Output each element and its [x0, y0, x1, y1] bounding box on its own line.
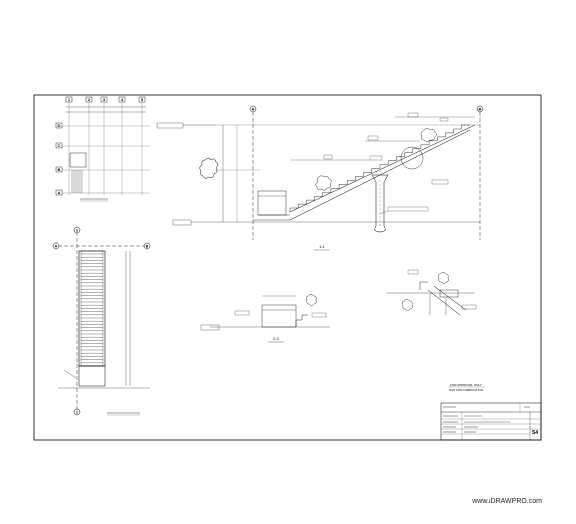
- sub-section-view: 2-2: [200, 294, 330, 343]
- watermark-text: www.iDRAWPRO.com: [472, 498, 542, 505]
- plan-grid-side-tags: D C B A: [55, 122, 63, 196]
- sheet-border: [33, 94, 542, 441]
- plan-tag-2: 2: [88, 97, 91, 102]
- section-label-2-2: 2-2: [273, 336, 280, 341]
- plan-tag-c: C: [58, 143, 61, 148]
- main-section-view: A B: [156, 105, 484, 251]
- plan-tag-1: 1: [68, 97, 71, 102]
- stair-plan-tag-b: B: [146, 244, 149, 249]
- stair-plan-tag-bottom: 1: [76, 410, 79, 415]
- sheet-number: S4: [532, 430, 538, 436]
- section-tag-a: A: [252, 107, 255, 112]
- plan-grid-view: 1 2 3 4 5 D C B A: [55, 96, 150, 202]
- plan-tag-4: 4: [121, 97, 124, 102]
- plan-tag-a: A: [58, 190, 61, 195]
- section-label-1-1: 1-1: [319, 244, 326, 249]
- plan-tag-5: 5: [141, 97, 144, 102]
- plan-tag-3: 3: [103, 97, 106, 102]
- plan-tag-d: D: [58, 123, 61, 128]
- stamp-line-2: NOT FOR FABRICATION: [449, 388, 483, 392]
- stamp-line-1: FOR APPROVAL ONLY: [450, 383, 482, 387]
- connection-detail-view: [386, 269, 477, 316]
- plan-tag-b: B: [58, 167, 61, 172]
- stair-plan-view: 1 A B 1: [52, 226, 151, 416]
- plan-grid-top-tags: 1 2 3 4 5: [65, 96, 146, 103]
- approval-stamp: FOR APPROVAL ONLY NOT FOR FABRICATION: [448, 383, 484, 392]
- title-block: [440, 402, 542, 441]
- stair-plan-tag-top: 1: [76, 228, 79, 233]
- section-tag-b: B: [479, 107, 482, 112]
- stair-plan-tag-a: A: [55, 244, 58, 249]
